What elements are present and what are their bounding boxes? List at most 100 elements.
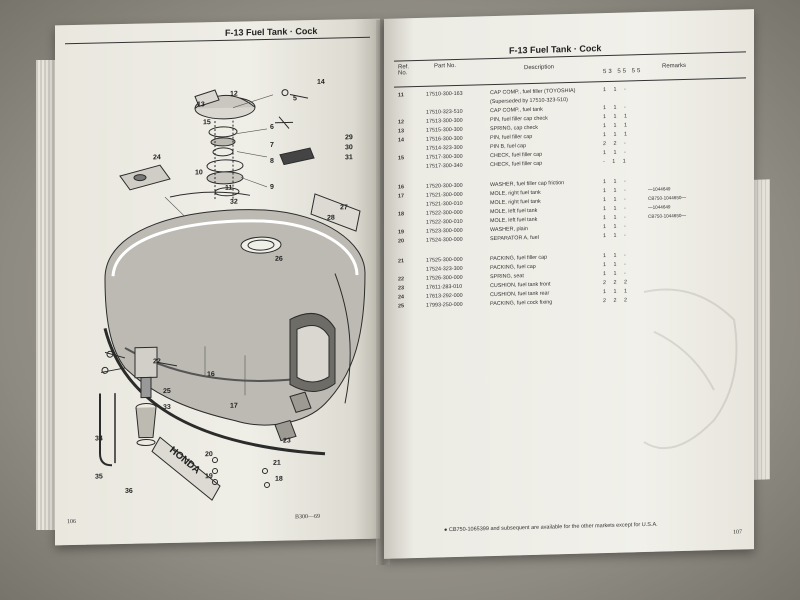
remarks-cell: —1044649 [648, 186, 671, 192]
remarks-cell: —1044649 [648, 204, 671, 210]
quantity-cell: 1 1 - [603, 178, 629, 186]
quantity-cell: 1 1 - [603, 252, 629, 260]
description-cell: PACKING, fuel filler cap [490, 254, 548, 263]
ref-cell: 21 [398, 258, 404, 265]
part-no-cell: 17525-300-000 [426, 256, 463, 264]
callout-18: 18 [275, 476, 283, 483]
part-no-cell: 17524-323-300 [426, 265, 463, 273]
part-no-cell: 17520-300-300 [426, 182, 463, 190]
quantity-cell: 1 1 1 [603, 131, 630, 139]
right-page: F-13 Fuel Tank · Cock Ref. No. Part No. … [384, 9, 754, 559]
left-page-header: F-13 Fuel Tank · Cock [225, 25, 318, 38]
callout-14: 14 [317, 79, 325, 86]
right-page-number: 107 [733, 529, 742, 536]
part-no-cell: 17510-323-510 [426, 108, 463, 116]
callout-24: 24 [153, 154, 161, 161]
callout-11: 11 [225, 185, 233, 192]
part-no-cell: 17523-300-000 [426, 227, 463, 235]
ref-cell: 15 [398, 155, 404, 162]
remarks-cell: CB750-1044650— [648, 194, 687, 201]
callout-27: 27 [340, 204, 348, 211]
part-no-cell: 17521-300-000 [426, 191, 463, 199]
callout-20: 20 [205, 451, 213, 458]
ref-cell: 18 [398, 211, 404, 218]
show-through-drawing [643, 288, 738, 450]
part-no-cell: 17514-323-300 [426, 144, 463, 152]
part-no-cell: 17521-300-010 [426, 200, 463, 208]
col-desc: Description [524, 64, 555, 72]
callout-28: 28 [327, 215, 335, 222]
quantity-cell: 1 1 - [603, 205, 629, 213]
footnote: ● CB750-1065399 and subsequent are avail… [444, 521, 658, 534]
ref-cell: 19 [398, 229, 404, 236]
part-no-cell: 17526-300-000 [426, 274, 463, 282]
callout-8: 8 [270, 158, 274, 165]
callout-33: 33 [163, 404, 171, 411]
part-no-cell: 17516-300-300 [426, 135, 463, 143]
quantity-cell: 1 1 - [603, 223, 629, 231]
ref-cell: 13 [398, 128, 404, 135]
remarks-cell [648, 84, 718, 86]
quantity-cell: 1 1 - [603, 196, 629, 204]
callout-21: 21 [273, 460, 281, 467]
callout-34: 34 [95, 435, 103, 442]
fuel-tank-exploded-diagram: 12 13 14 15 5 6 7 8 9 24 10 11 32 27 28 … [95, 79, 366, 501]
callout-35: 35 [95, 473, 103, 480]
callout-15: 15 [203, 119, 211, 126]
quantity-cell: - 1 1 [603, 158, 629, 166]
callout-9: 9 [270, 184, 274, 191]
part-no-cell: 17517-300-340 [426, 162, 463, 170]
ref-cell: 22 [398, 276, 404, 283]
callout-13: 13 [197, 101, 205, 108]
left-page: F-13 Fuel Tank · Cock [55, 18, 380, 546]
col-ref: Ref. No. [398, 64, 410, 77]
remarks-cell [648, 250, 718, 252]
col-part: Part No. [434, 62, 457, 70]
callout-12: 12 [230, 91, 238, 98]
ref-cell: 25 [398, 303, 404, 310]
part-no-cell: 17517-300-300 [426, 153, 463, 161]
quantity-cell: 1 1 - [603, 232, 629, 240]
quantity-cell [603, 95, 643, 96]
callout-29: 29 [345, 134, 353, 141]
part-no-cell: 17613-292-000 [426, 292, 463, 300]
quantity-cell: 2 2 - [603, 140, 629, 148]
callout-32: 32 [230, 199, 238, 206]
left-page-code: B300—69 [295, 513, 321, 521]
quantity-cell: 1 1 - [603, 86, 629, 94]
ref-cell: 11 [398, 92, 404, 99]
callout-22: 22 [153, 358, 161, 365]
callout-6: 6 [270, 124, 274, 131]
part-no-cell: 17522-300-000 [426, 209, 463, 217]
part-no-cell: 17515-300-300 [426, 126, 463, 134]
description-cell: WASHER, fuel filler cap friction [490, 180, 565, 189]
right-page-header: F-13 Fuel Tank · Cock [509, 43, 602, 56]
description-cell: CAP COMP., fuel filler (TOYOSHIA) [490, 87, 576, 97]
ref-cell: 14 [398, 137, 404, 144]
quantity-cell: 1 1 - [603, 261, 629, 269]
callout-23: 23 [283, 437, 291, 444]
callout-31: 31 [345, 154, 353, 161]
part-no-cell: 17524-300-000 [426, 236, 463, 244]
quantity-cell: 1 1 - [603, 104, 629, 112]
callout-5: 5 [293, 95, 297, 102]
callout-36: 36 [125, 488, 133, 495]
callout-30: 30 [345, 144, 353, 151]
remarks-cell: CB750-1044650— [648, 212, 687, 219]
callout-19: 19 [205, 473, 213, 480]
col-remarks: Remarks [662, 62, 687, 70]
part-no-cell: 17611-283-010 [426, 283, 463, 291]
ref-cell: 24 [398, 294, 404, 301]
quantity-cell: 1 1 1 [603, 113, 630, 121]
part-no-cell: 17993-250-000 [426, 301, 463, 309]
callout-16: 16 [207, 371, 215, 378]
remarks-cell [648, 176, 718, 178]
left-page-number: 106 [67, 518, 76, 526]
callout-25: 25 [163, 388, 171, 395]
ref-cell: 17 [398, 193, 404, 200]
quantity-cell: 1 1 - [603, 149, 629, 157]
quantity-cell: 1 1 - [603, 214, 629, 222]
left-page-edges [36, 60, 58, 530]
part-no-cell: 17513-300-300 [426, 117, 463, 125]
